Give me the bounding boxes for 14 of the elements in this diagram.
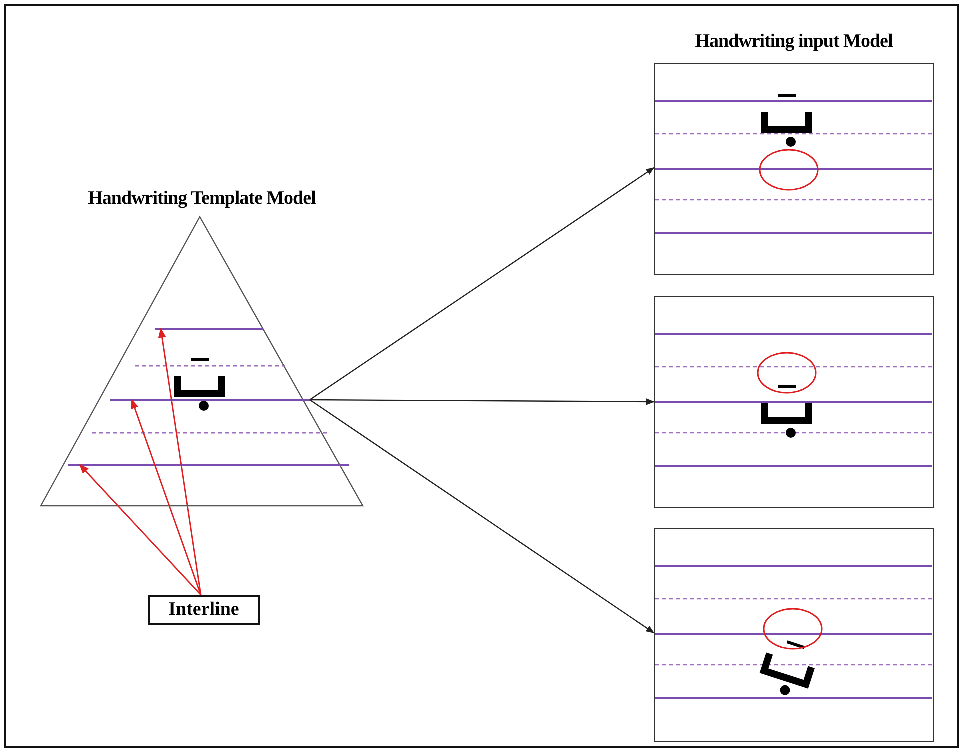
leader-arrow <box>131 399 202 596</box>
guide-line <box>155 328 263 330</box>
arrow <box>310 168 655 400</box>
leader-arrow <box>158 328 202 596</box>
diagram-heading: Handwriting Template Model <box>87 188 317 210</box>
input-box <box>654 296 934 508</box>
arrow <box>310 398 655 406</box>
label-box: Interline <box>148 595 260 625</box>
arrow <box>310 400 655 634</box>
guide-line <box>68 464 349 466</box>
guide-line <box>110 399 310 401</box>
leader-arrow <box>79 464 202 596</box>
input-box <box>654 528 934 742</box>
diagram-heading: Handwriting input Model <box>694 31 894 53</box>
